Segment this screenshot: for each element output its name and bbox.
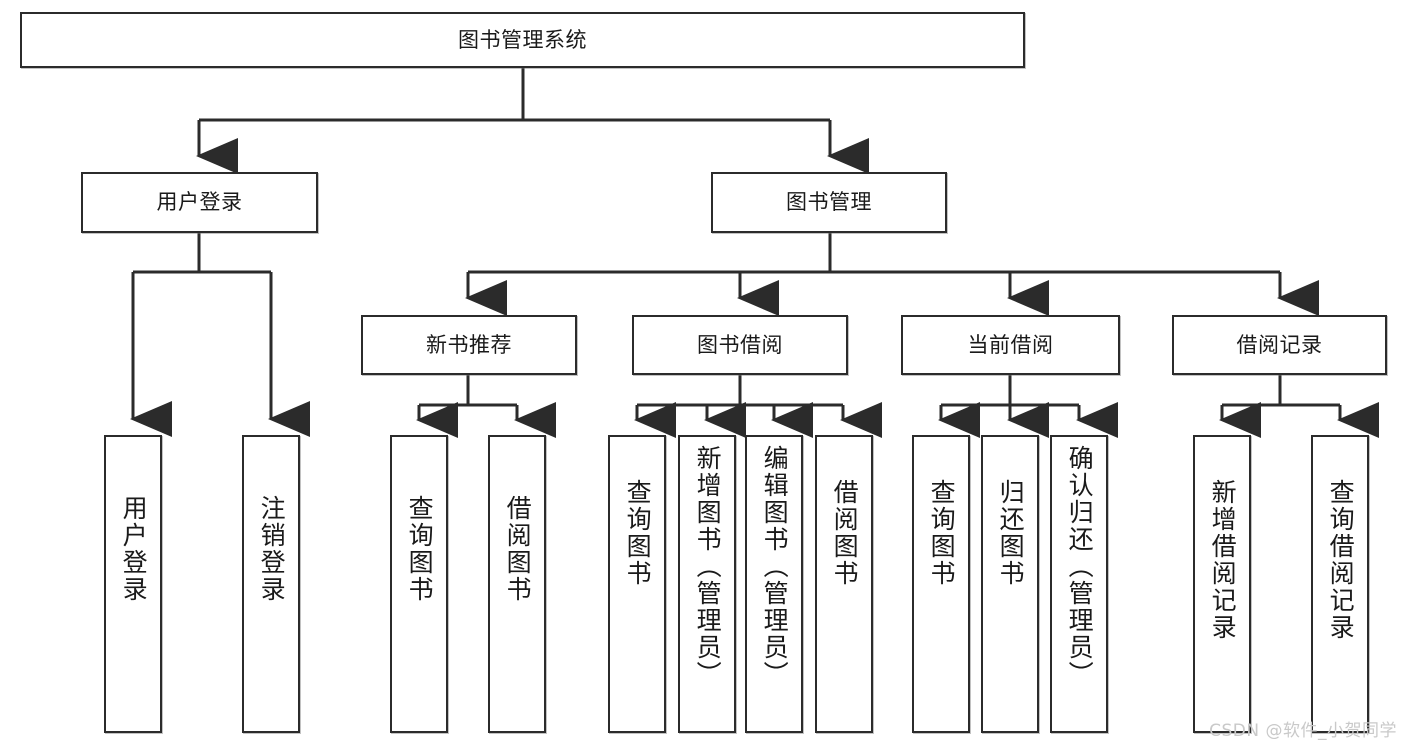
node-leaf-rec-query-book-label: 查询图书 (405, 495, 435, 603)
node-current-borrow[interactable]: 当前借阅 (901, 315, 1120, 375)
node-root-system[interactable]: 图书管理系统 (20, 12, 1025, 68)
node-leaf-borrow-add-book[interactable]: 新增图书（管理员） (678, 435, 736, 733)
node-current-borrow-label: 当前借阅 (967, 332, 1054, 357)
node-new-book-recommend-label: 新书推荐 (426, 332, 512, 357)
node-leaf-borrow-query-book-label: 查询图书 (623, 479, 653, 587)
node-leaf-cur-query-book[interactable]: 查询图书 (912, 435, 970, 733)
node-leaf-borrow-lend-book[interactable]: 借阅图书 (815, 435, 873, 733)
node-leaf-user-login-label: 用户登录 (119, 495, 149, 603)
node-new-book-recommend[interactable]: 新书推荐 (361, 315, 577, 375)
node-book-borrow-label: 图书借阅 (697, 332, 783, 357)
node-leaf-cur-confirm-return-label: 确认归还（管理员） (1065, 445, 1095, 688)
node-leaf-cur-return-book-label: 归还图书 (996, 479, 1026, 587)
watermark-text: CSDN @软件_小贺同学 (1209, 721, 1397, 741)
node-root-system-label: 图书管理系统 (458, 27, 587, 52)
node-borrow-record[interactable]: 借阅记录 (1172, 315, 1387, 375)
node-leaf-borrow-edit-book-label: 编辑图书（管理员） (760, 445, 790, 688)
node-leaf-record-query-label: 查询借阅记录 (1326, 479, 1356, 641)
node-user-login[interactable]: 用户登录 (81, 172, 318, 233)
node-leaf-cur-return-book[interactable]: 归还图书 (981, 435, 1039, 733)
node-leaf-record-add-label: 新增借阅记录 (1208, 479, 1238, 641)
node-book-borrow[interactable]: 图书借阅 (632, 315, 848, 375)
node-leaf-rec-borrow-book-label: 借阅图书 (503, 495, 533, 603)
node-leaf-record-add[interactable]: 新增借阅记录 (1193, 435, 1251, 733)
node-leaf-rec-query-book[interactable]: 查询图书 (390, 435, 448, 733)
node-leaf-borrow-add-book-label: 新增图书（管理员） (693, 445, 723, 688)
node-leaf-borrow-edit-book[interactable]: 编辑图书（管理员） (745, 435, 803, 733)
node-borrow-record-label: 借阅记录 (1236, 332, 1323, 357)
node-leaf-user-login[interactable]: 用户登录 (104, 435, 162, 733)
node-leaf-user-logout-label: 注销登录 (257, 495, 287, 603)
node-leaf-rec-borrow-book[interactable]: 借阅图书 (488, 435, 546, 733)
node-book-manage-label: 图书管理 (786, 190, 872, 215)
node-book-manage[interactable]: 图书管理 (711, 172, 947, 233)
node-leaf-cur-confirm-return[interactable]: 确认归还（管理员） (1050, 435, 1108, 733)
node-leaf-cur-query-book-label: 查询图书 (927, 479, 957, 587)
node-leaf-record-query[interactable]: 查询借阅记录 (1311, 435, 1369, 733)
node-user-login-label: 用户登录 (156, 190, 243, 215)
node-leaf-borrow-lend-book-label: 借阅图书 (830, 479, 860, 587)
node-leaf-user-logout[interactable]: 注销登录 (242, 435, 300, 733)
node-leaf-borrow-query-book[interactable]: 查询图书 (608, 435, 666, 733)
